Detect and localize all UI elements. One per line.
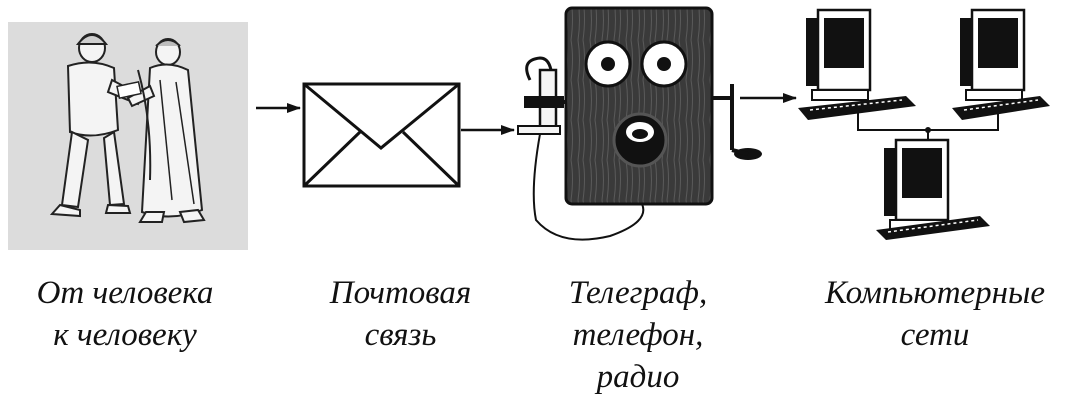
computer-network-icon: [798, 8, 1050, 240]
envelope-icon: [302, 82, 461, 188]
caption-telegraph-telephone-radio: Телеграф, телефон, радио: [518, 272, 758, 398]
caption-computer-networks: Компьютерные сети: [800, 272, 1070, 356]
computer-2-icon: [952, 8, 1050, 120]
two-people-icon: [8, 22, 248, 250]
computer-3-icon: [876, 138, 990, 240]
caption-postal-mail: Почтовая связь: [283, 272, 518, 356]
computer-1-icon: [798, 8, 916, 120]
wall-telephone-icon: [517, 6, 762, 241]
caption-line: Компьютерные: [824, 275, 1046, 311]
caption-line: связь: [364, 317, 437, 353]
caption-line: Телеграф,: [568, 275, 708, 311]
caption-line: телефон,: [572, 317, 704, 353]
caption-line: радио: [596, 359, 680, 395]
caption-line: Почтовая: [329, 275, 472, 311]
caption-line: к человеку: [53, 317, 197, 353]
caption-people-to-people: От человека к человеку: [0, 272, 250, 356]
caption-line: сети: [900, 317, 970, 353]
caption-line: От человека: [36, 275, 214, 311]
